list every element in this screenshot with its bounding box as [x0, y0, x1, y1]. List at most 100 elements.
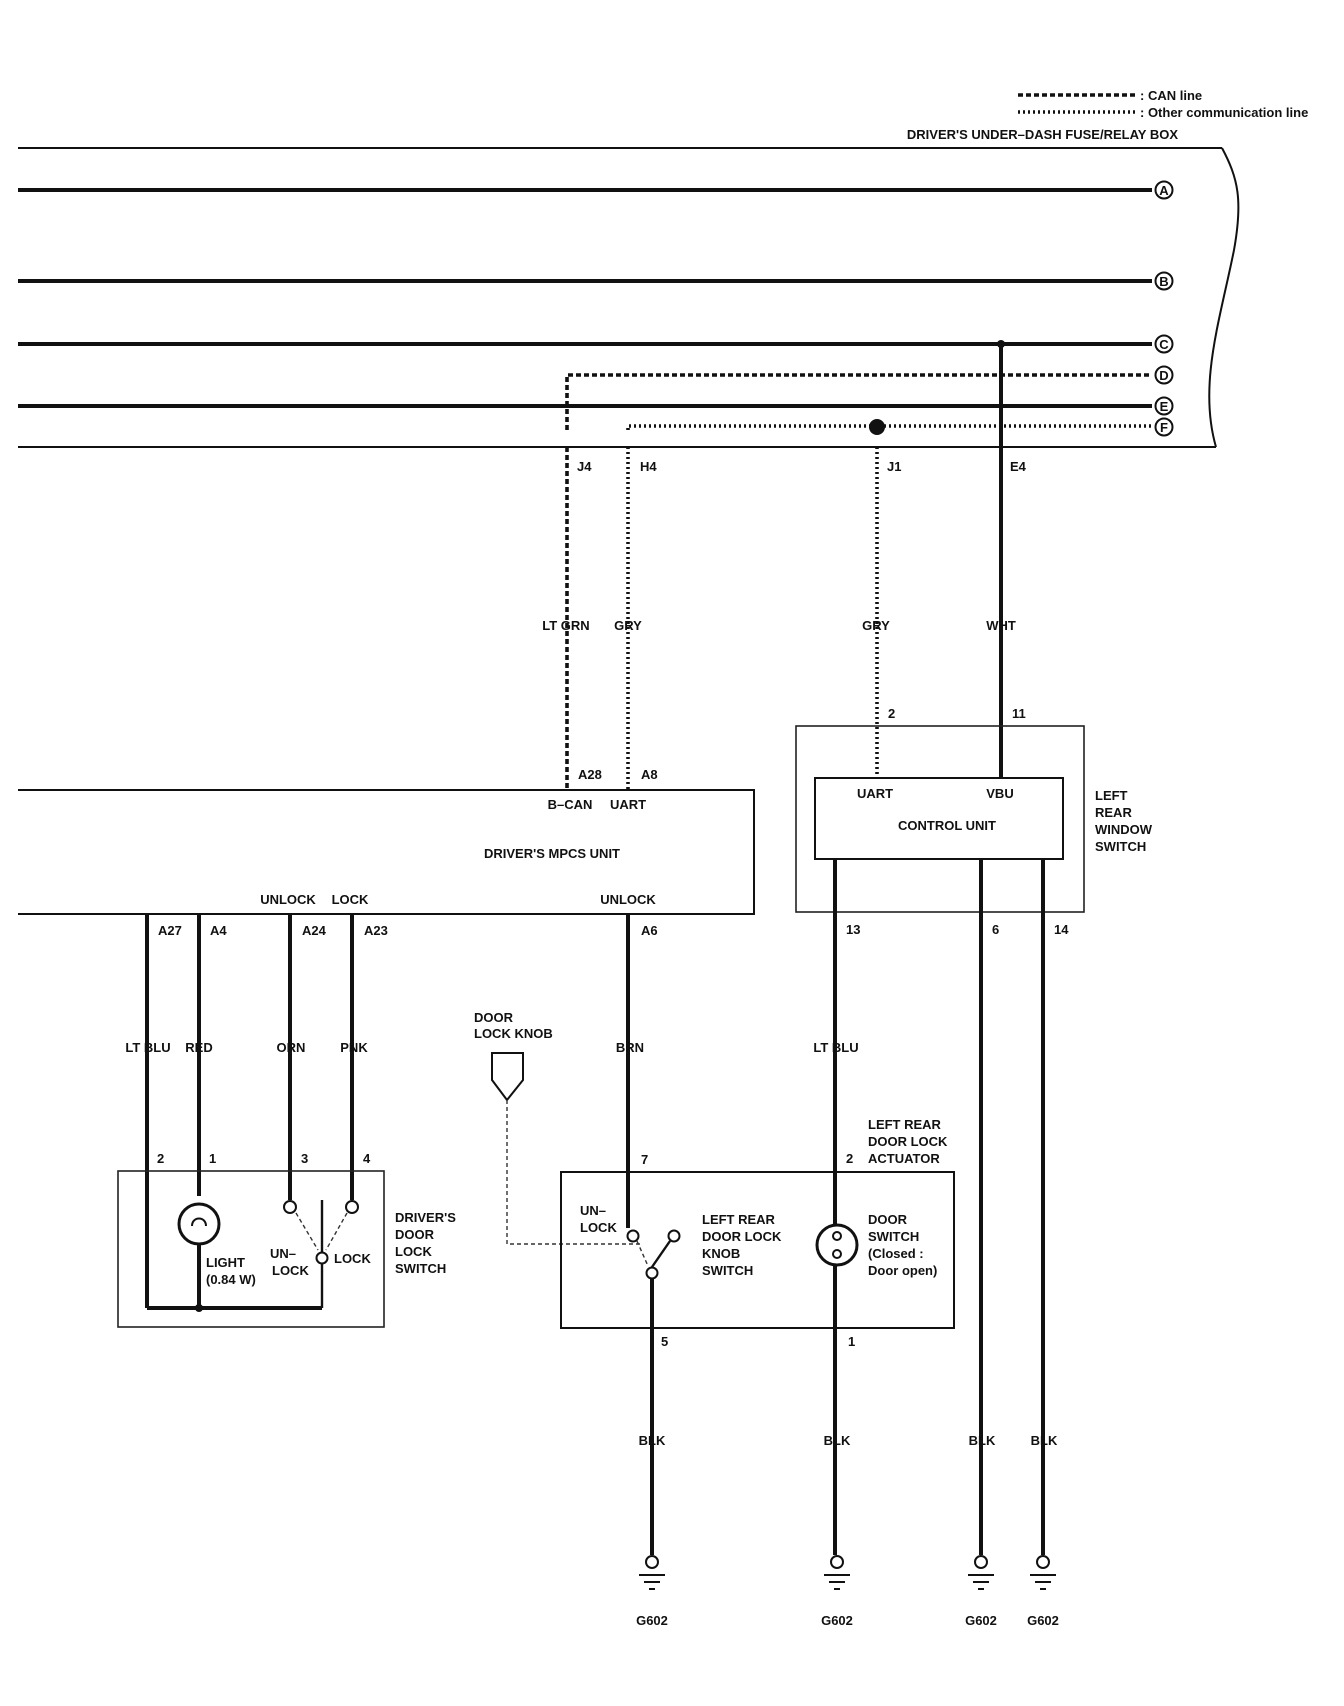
wire-label-wht: WHT: [986, 618, 1016, 633]
door-lock-lock-label: LOCK: [334, 1251, 371, 1266]
wire-label-pnk: PNK: [340, 1040, 368, 1055]
knob-switch-throw: [636, 1240, 649, 1267]
mpcs-label-unlock-2: UNLOCK: [600, 892, 656, 907]
wire-label-lt-grn: LT GRN: [542, 618, 589, 633]
door-lock-knob-linkage: [506, 1100, 640, 1245]
mpcs-pin-a24: A24: [302, 923, 327, 938]
knob-switch-contact-common: [645, 1266, 659, 1280]
knob-switch-name-3: KNOB: [702, 1246, 740, 1261]
drivers-door-lock-switch: 2 1 3 4 LIGHT (0.84 W) UN– LOCK LOCK DRI…: [117, 1151, 456, 1328]
door-lock-switch-pin-2: 2: [157, 1151, 164, 1166]
ground-wires: BLK BLK BLK BLK: [639, 1328, 1058, 1555]
door-lock-switch-pin-4: 4: [363, 1151, 371, 1166]
door-assembly-outline: [560, 1171, 955, 1329]
knob-switch-name-1: LEFT REAR: [702, 1212, 776, 1227]
wire-label-lt-blu-1: LT BLU: [125, 1040, 170, 1055]
mpcs-branches: LT BLU RED ORN PNK BRN: [125, 914, 644, 1308]
light-label-1: LIGHT: [206, 1255, 245, 1270]
door-lock-throw-unlock: [295, 1212, 319, 1251]
door-switch-contact-bottom: [832, 1249, 842, 1259]
window-switch-outline: [795, 725, 1085, 913]
window-pin-6: 6: [992, 922, 999, 937]
window-switch-name-3: WINDOW: [1095, 822, 1153, 837]
mpcs-label-lock: LOCK: [332, 892, 369, 907]
door-lock-unlock-label-2: LOCK: [272, 1263, 309, 1278]
terminal-h4: H4: [640, 459, 657, 474]
actuator-name-3: ACTUATOR: [868, 1151, 940, 1166]
control-unit-uart: UART: [857, 786, 893, 801]
light-label-2: (0.84 W): [206, 1272, 256, 1287]
actuator-pin-1: 1: [848, 1334, 855, 1349]
door-lock-switch-pin-3: 3: [301, 1151, 308, 1166]
svg-text:G602: G602: [965, 1613, 997, 1628]
connector-c: C: [1154, 334, 1174, 354]
door-lock-knob-label-1: DOOR: [474, 1010, 514, 1025]
ground-symbols: G602 G602 G602 G602: [636, 1555, 1059, 1628]
ground-icon-3: G602: [965, 1555, 997, 1628]
knob-switch-pin-7: 7: [641, 1152, 648, 1167]
door-lock-bus-splice: [195, 1304, 203, 1312]
mpcs-pin-a28: A28: [578, 767, 602, 782]
svg-text:G602: G602: [1027, 1613, 1059, 1628]
door-switch-label-3: (Closed :: [868, 1246, 924, 1261]
door-lock-switch-name-1: DRIVER'S: [395, 1210, 456, 1225]
svg-text:G602: G602: [636, 1613, 668, 1628]
knob-switch-blade: [651, 1240, 671, 1268]
svg-text:B: B: [1159, 274, 1168, 289]
door-lock-switch-name-3: LOCK: [395, 1244, 432, 1259]
door-lock-unlock-label-1: UN–: [270, 1246, 296, 1261]
light-filament: [191, 1217, 207, 1227]
control-unit-vbu: VBU: [986, 786, 1013, 801]
knob-switch-contact-unlock: [626, 1229, 640, 1243]
window-pin-uart: 2: [888, 706, 895, 721]
ground-icon-1: G602: [636, 1555, 668, 1628]
wire-label-blk-2: BLK: [824, 1433, 851, 1448]
connector-d: D: [1154, 365, 1174, 385]
terminal-j1: J1: [887, 459, 901, 474]
splice-point-f: [869, 419, 885, 435]
door-lock-throw-lock: [325, 1212, 348, 1251]
wire-label-brn: BRN: [616, 1040, 644, 1055]
mpcs-pin-a23: A23: [364, 923, 388, 938]
window-switch-name-4: SWITCH: [1095, 839, 1146, 854]
knob-switch-pin-5: 5: [661, 1334, 668, 1349]
mpcs-label-bcan: B–CAN: [548, 797, 593, 812]
left-rear-door-assembly: 7 UN– LOCK LEFT REAR DOOR LOCK KNOB SWIT…: [560, 1117, 955, 1349]
connector-f: F: [1154, 417, 1174, 437]
knob-switch-unlock-label-2: LOCK: [580, 1220, 617, 1235]
wire-label-blk-4: BLK: [1031, 1433, 1058, 1448]
wire-label-orn: ORN: [277, 1040, 306, 1055]
wire-label-blk-1: BLK: [639, 1433, 666, 1448]
ground-icon-2: G602: [821, 1555, 853, 1628]
mpcs-pin-a27: A27: [158, 923, 182, 938]
fuse-box-title: DRIVER'S UNDER–DASH FUSE/RELAY BOX: [907, 127, 1178, 142]
door-lock-switch-outline: [117, 1170, 385, 1328]
control-unit-label: CONTROL UNIT: [898, 818, 996, 833]
connector-b: B: [1154, 271, 1174, 291]
light-bulb-icon: [177, 1202, 221, 1246]
door-lock-knob: DOOR LOCK KNOB: [474, 1010, 640, 1245]
door-lock-switch-pin-1: 1: [209, 1151, 216, 1166]
legend-other-label: : Other communication line: [1140, 105, 1308, 120]
wire-label-gry-2: GRY: [862, 618, 890, 633]
svg-text:F: F: [1160, 420, 1168, 435]
door-lock-knob-label-2: LOCK KNOB: [474, 1026, 553, 1041]
mpcs-outline: [18, 789, 755, 915]
window-pin-14: 14: [1054, 922, 1069, 937]
mpcs-pin-a8: A8: [641, 767, 658, 782]
connector-e: E: [1154, 396, 1174, 416]
svg-text:E: E: [1160, 399, 1169, 414]
legend: : CAN line : Other communication line: [1018, 88, 1308, 120]
svg-text:D: D: [1159, 368, 1168, 383]
bus-line-f: [626, 424, 1152, 430]
window-pin-vbu: 11: [1012, 706, 1026, 721]
control-unit-box: [814, 777, 1064, 860]
wire-label-lt-blu-2: LT BLU: [813, 1040, 858, 1055]
door-lock-contact-lock: [345, 1200, 359, 1214]
window-switch-name-2: REAR: [1095, 805, 1132, 820]
door-switch-contact-top: [832, 1231, 842, 1241]
terminal-e4: E4: [1010, 459, 1027, 474]
fuse-box-branches: LT GRN GRY GRY WHT: [542, 344, 1016, 790]
window-switch-name-1: LEFT: [1095, 788, 1128, 803]
mpcs-label-uart: UART: [610, 797, 646, 812]
